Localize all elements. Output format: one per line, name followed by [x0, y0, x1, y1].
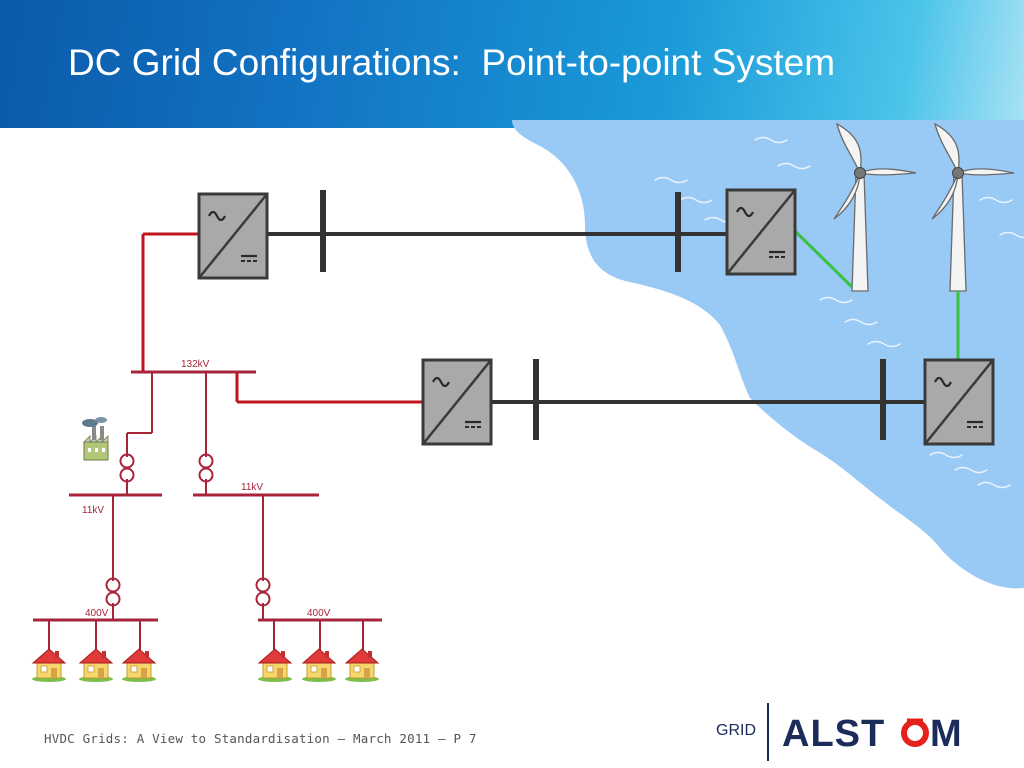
converter-icon [421, 358, 493, 446]
grid-label: GRID [716, 722, 756, 739]
logo-separator [767, 703, 769, 761]
house-icon [301, 648, 337, 683]
label-11kv-left: 11kV [82, 505, 104, 516]
svg-text:ALST: ALST [782, 713, 885, 755]
house-icon [78, 648, 114, 683]
house-icon [257, 648, 293, 683]
svg-text:M: M [930, 713, 962, 755]
transformer-icon [119, 453, 135, 483]
alstom-logo: ALST M [782, 713, 962, 755]
transformer-icon [198, 453, 214, 483]
transformer-icon [105, 577, 121, 607]
house-icon [344, 648, 380, 683]
factory-icon [82, 417, 109, 461]
label-11kv-right: 11kV [241, 482, 263, 493]
label-400v-left: 400V [85, 608, 109, 619]
footer-text: HVDC Grids: A View to Standardisation – … [44, 731, 477, 746]
title-banner [0, 0, 1024, 128]
label-132kv: 132kV [181, 359, 210, 370]
distribution-network [48, 372, 364, 652]
house-icon [31, 648, 67, 683]
slide-title: DC Grid Configurations: Point-to-point S… [68, 42, 836, 83]
transformer-icon [255, 577, 271, 607]
label-400v-right: 400V [307, 608, 331, 619]
wind-link-upper [794, 230, 854, 289]
converter-icon [923, 358, 995, 446]
sea-area [512, 120, 1024, 589]
converter-icon [725, 188, 797, 276]
wave-lines [654, 136, 1024, 489]
onshore-ac-network [141, 232, 423, 404]
converter-icon [197, 192, 269, 280]
house-icon [121, 648, 157, 683]
